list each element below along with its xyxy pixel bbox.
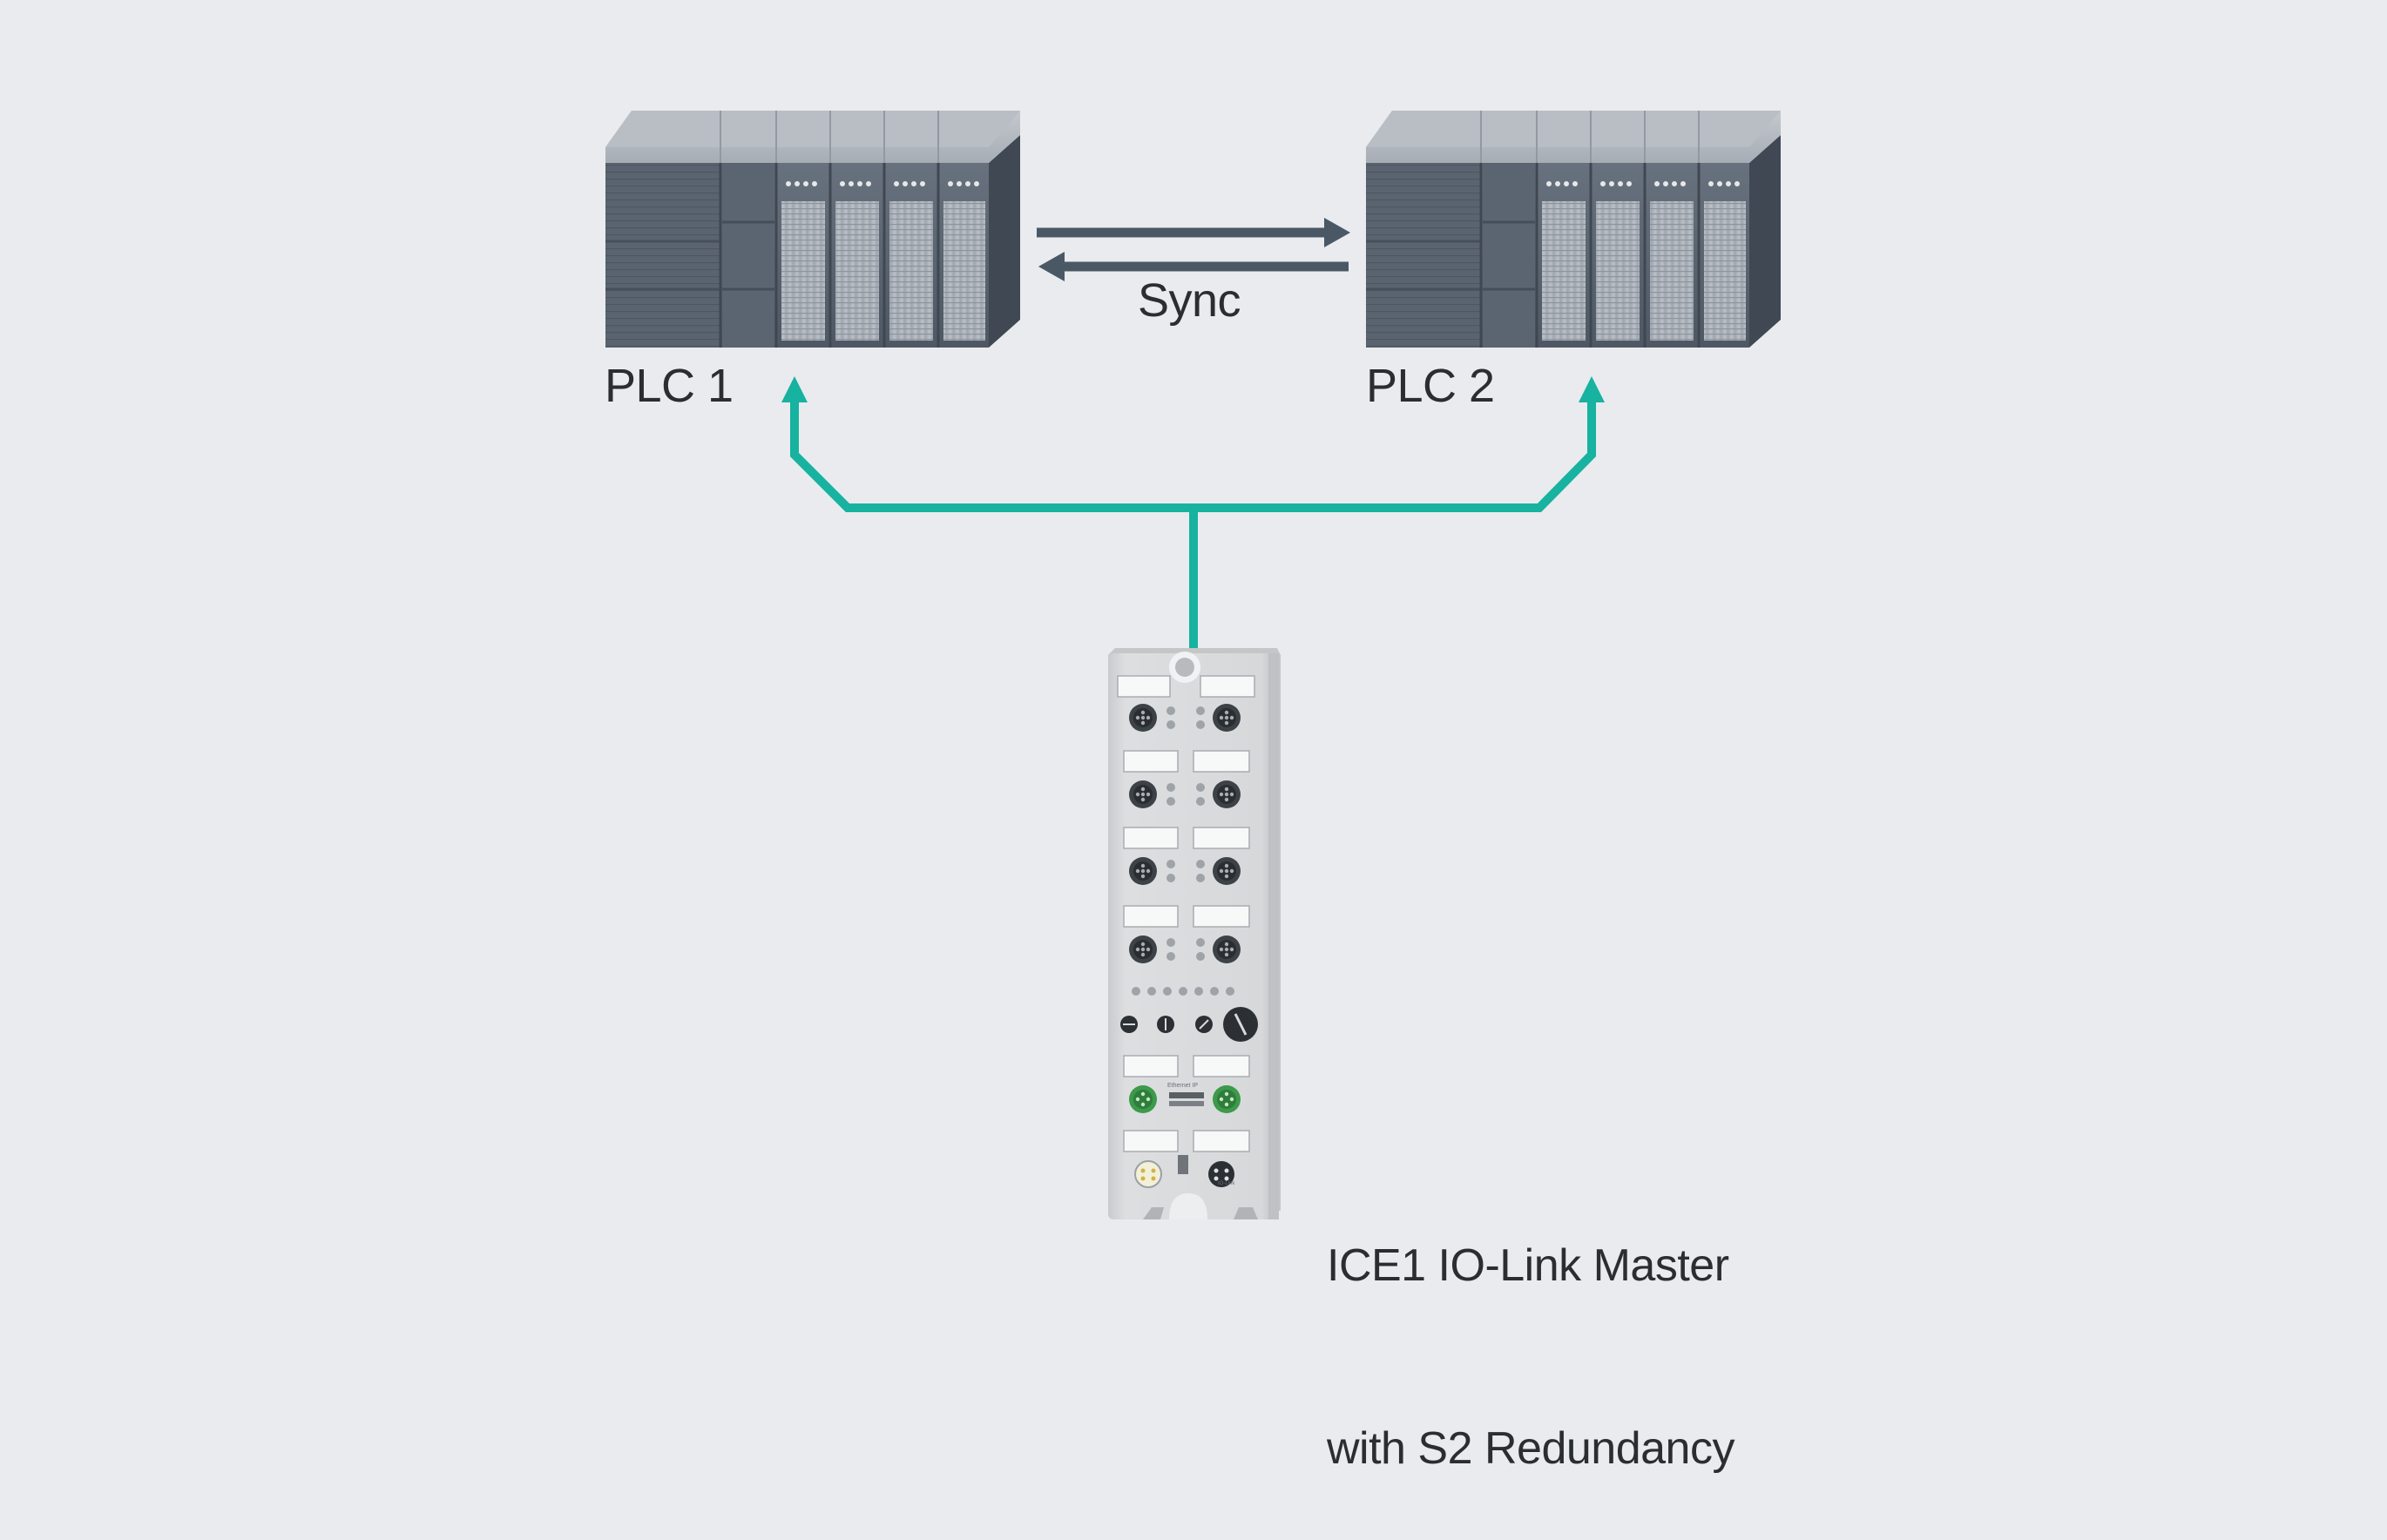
arrow-to-plc1-head [781,376,808,402]
arrow-to-plc2-head [1579,376,1605,402]
brand-logo [1169,1092,1204,1106]
rotary-switches [1120,1007,1258,1042]
status-leds [1132,987,1234,996]
sync-arrow-left-head [1038,252,1065,281]
plc2-rack [1364,109,1782,349]
device-protocol-text: Ethernet IP [1167,1083,1198,1089]
plc1-label: PLC 1 [605,360,734,412]
plc1-rack [604,109,1022,349]
power-ports [1134,1155,1234,1188]
sync-label: Sync [1138,274,1241,327]
network-connections [790,401,1596,649]
sync-arrow-right-head [1324,218,1350,247]
device-label-line2: with S2 Redundancy [1327,1423,1734,1474]
plc2-label: PLC 2 [1366,360,1495,412]
device-iolink-text: IO-Link [1218,1181,1235,1186]
device-label: ICE1 IO-Link Master with S2 Redundancy [1327,1113,1734,1540]
device-label-line1: ICE1 IO-Link Master [1327,1240,1729,1291]
plc-feed-line [790,401,1596,512]
sync-arrows [1037,218,1350,281]
io-link-master-device [1108,648,1281,1219]
network-diagram: Ethernet IP IO-Link [604,109,1782,1219]
